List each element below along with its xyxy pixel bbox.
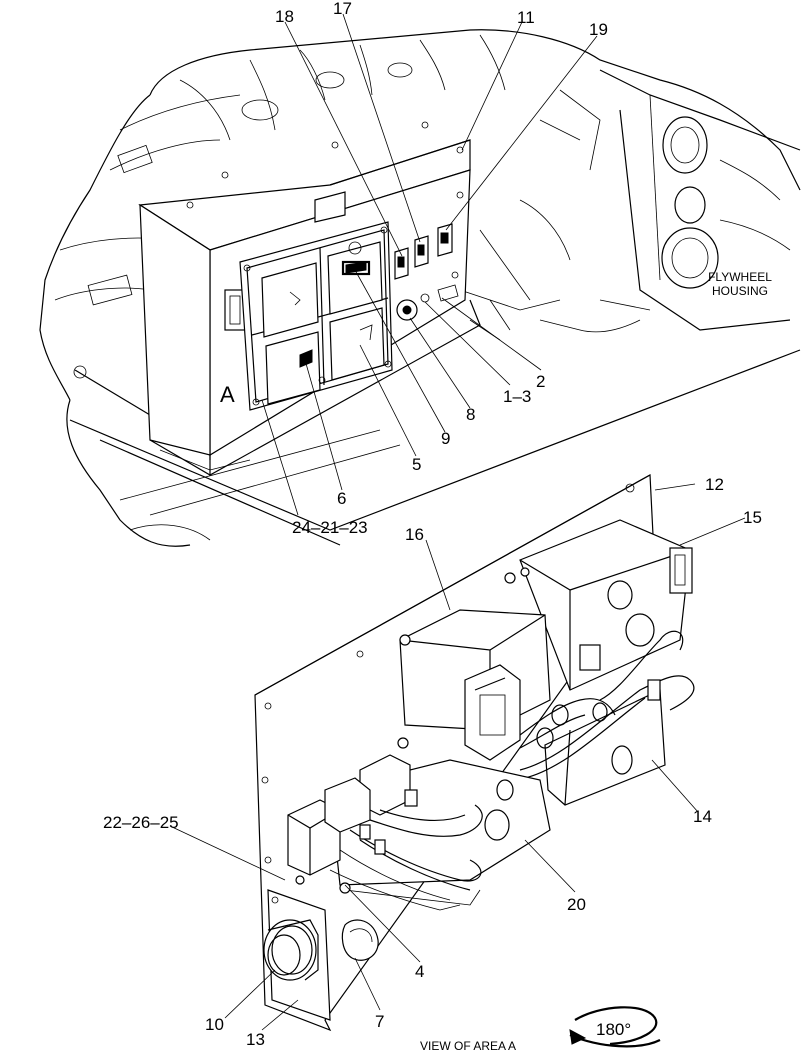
callout-4: 4 bbox=[415, 962, 424, 981]
callout-17: 17 bbox=[333, 0, 352, 18]
upper-leaders bbox=[261, 13, 598, 516]
flywheel-label-line1: FLYWHEEL bbox=[708, 270, 772, 284]
callout-16: 16 bbox=[405, 525, 424, 544]
callout-5: 5 bbox=[412, 455, 421, 474]
lower-leaders bbox=[169, 483, 746, 1031]
callout-11: 11 bbox=[517, 8, 535, 27]
callout-2: 2 bbox=[536, 372, 545, 391]
gauge-panel bbox=[239, 221, 393, 411]
callout-24-21-23: 24–21–23 bbox=[292, 518, 368, 537]
callout-19: 19 bbox=[589, 20, 608, 39]
view-of-area-label: VIEW OF AREA A bbox=[420, 1039, 516, 1053]
rotation-label: 180° bbox=[596, 1020, 631, 1039]
callout-6: 6 bbox=[337, 489, 346, 508]
flywheel-label-line2: HOUSING bbox=[712, 284, 768, 298]
center-module bbox=[397, 567, 616, 761]
callout-labels: 18 17 11 19 2 1–3 8 9 5 6 24–21–23 12 15… bbox=[103, 0, 762, 1049]
callout-14: 14 bbox=[693, 807, 712, 826]
callout-15: 15 bbox=[743, 508, 762, 527]
callout-8: 8 bbox=[466, 405, 475, 424]
engine-background bbox=[39, 29, 801, 547]
callout-10: 10 bbox=[205, 1015, 224, 1034]
callout-1-3: 1–3 bbox=[503, 387, 531, 406]
switch-cluster bbox=[394, 223, 459, 321]
callout-9: 9 bbox=[441, 429, 450, 448]
lower-wiring-module bbox=[287, 754, 551, 961]
right-module bbox=[519, 519, 695, 806]
callout-7: 7 bbox=[375, 1012, 384, 1031]
callout-13: 13 bbox=[246, 1030, 265, 1049]
area-a-marker: A bbox=[220, 382, 235, 407]
callout-20: 20 bbox=[567, 895, 586, 914]
callout-18: 18 bbox=[275, 7, 294, 26]
callout-12: 12 bbox=[705, 475, 724, 494]
connector-10 bbox=[263, 919, 319, 981]
rotation-arrow-icon bbox=[569, 1006, 661, 1048]
callout-22-26-25: 22–26–25 bbox=[103, 813, 179, 832]
